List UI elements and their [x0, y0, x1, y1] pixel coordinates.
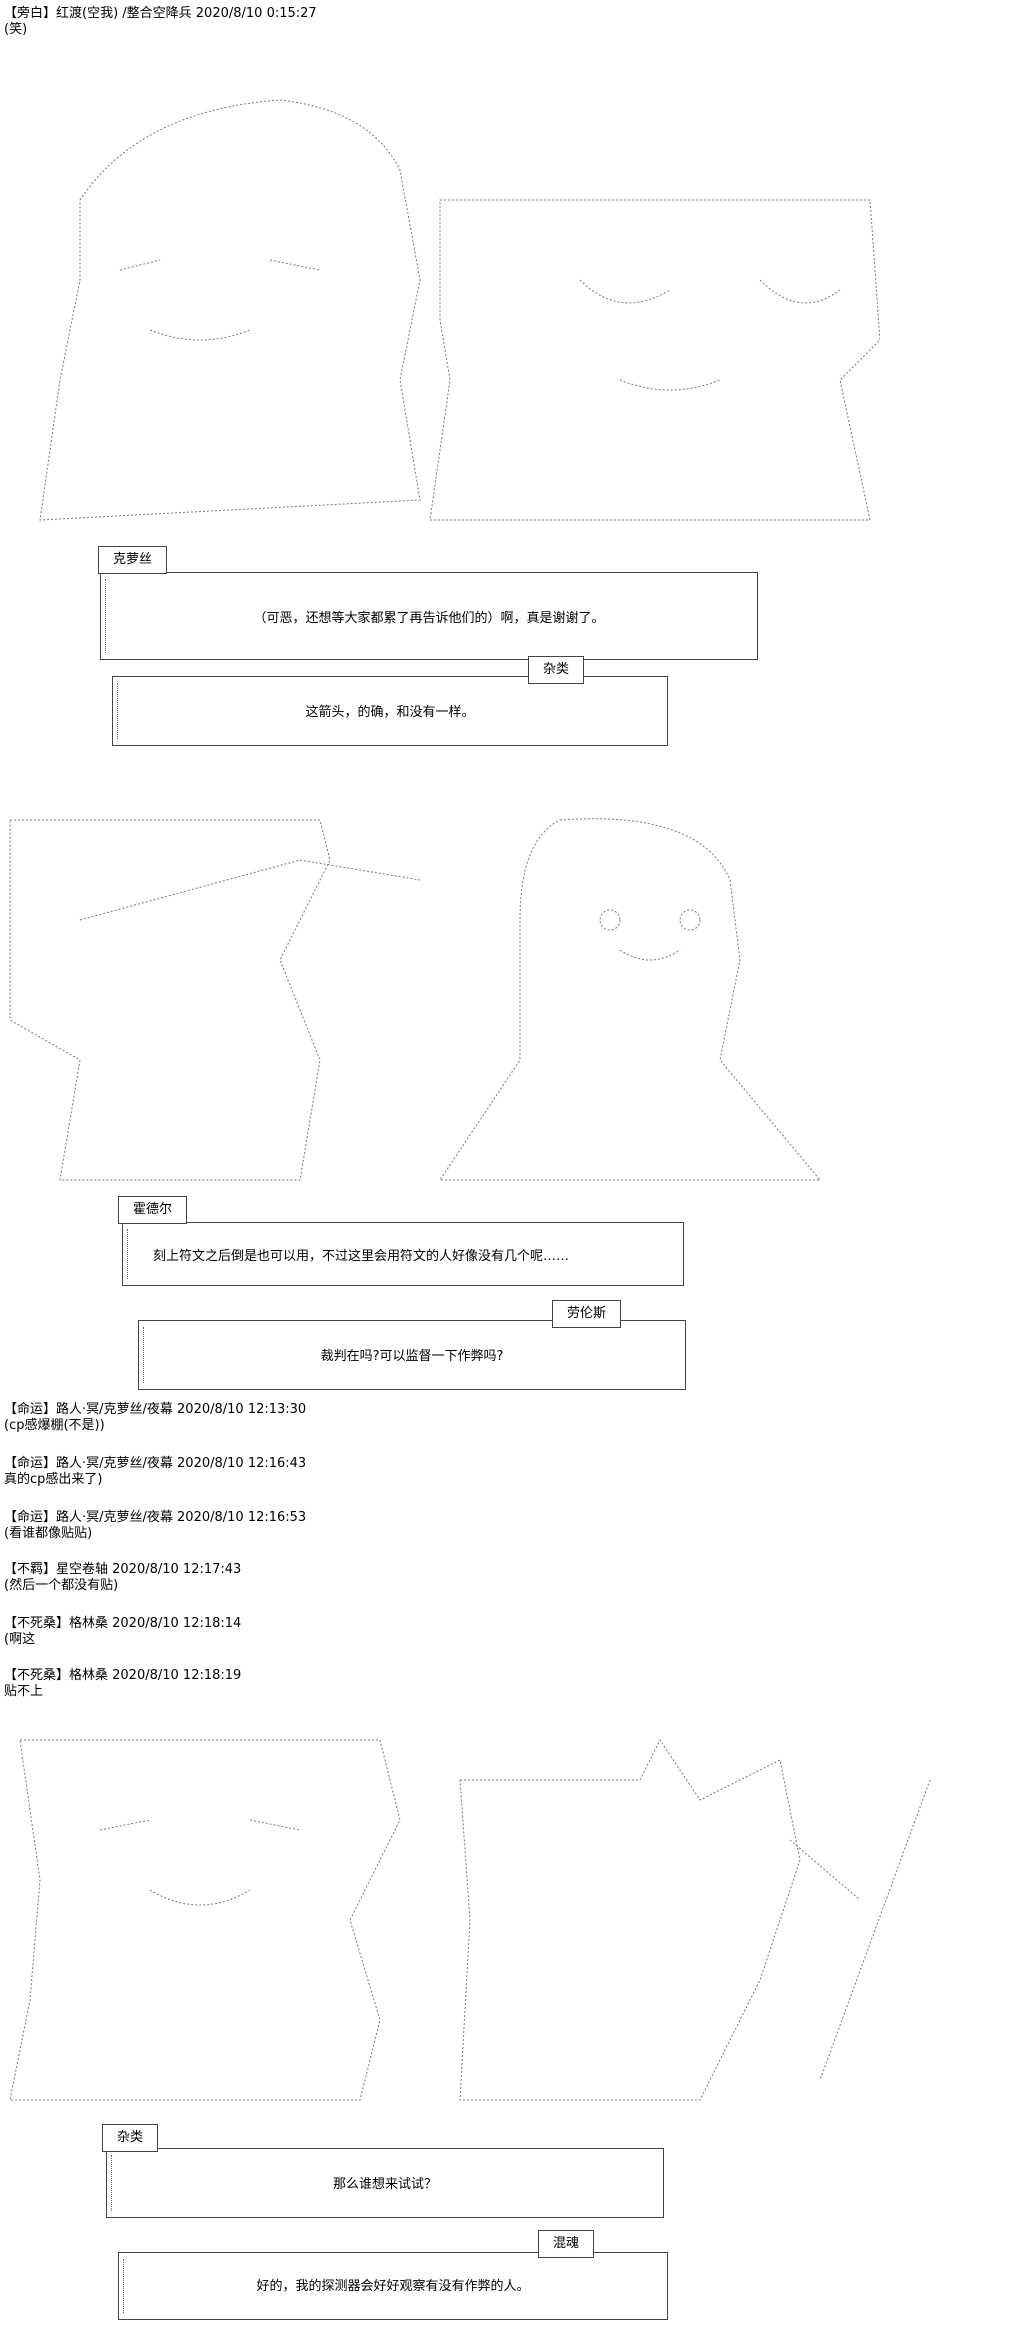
ascii-art-1-figures: [39, 99, 881, 521]
speaker-name-3: 霍德尔: [133, 1202, 173, 1217]
dialog-box-6: 好的，我的探测器会好好观察有没有作弊的人。: [118, 2252, 668, 2320]
speaker-name-2: 杂类: [543, 662, 570, 677]
speaker-tag-3: 霍德尔: [118, 1196, 188, 1224]
dialog-text-6: 好的，我的探测器会好好观察有没有作弊的人。: [256, 2279, 530, 2294]
ascii-art-panel-2: [0, 800, 840, 1190]
ascii-art-panel-3: [0, 1720, 990, 2120]
dialog-box-3: 刻上符文之后倒是也可以用，不过这里会用符文的人好像没有几个呢……: [122, 1222, 684, 1286]
comment-body: (cp感爆棚(不是)): [4, 1418, 105, 1433]
post-header: 【旁白】红渡(空我) /整合空降兵 2020/8/10 0:15:27: [4, 6, 317, 21]
comment-body: (然后一个都没有贴): [4, 1578, 119, 1593]
dialog-text-4: 裁判在吗?可以监督一下作弊吗?: [320, 1349, 504, 1364]
comment-body: 真的cp感出来了): [4, 1472, 103, 1487]
dialog-box-1: （可恶，还想等大家都累了再告诉他们的）啊，真是谢谢了。: [100, 572, 758, 660]
dialog-text-3: 刻上符文之后倒是也可以用，不过这里会用符文的人好像没有几个呢……: [153, 1249, 570, 1264]
comment-body: (看谁都像贴贴): [4, 1526, 93, 1541]
comment-header: 【不羁】星空卷轴 2020/8/10 12:17:43: [4, 1562, 242, 1577]
ascii-art-panel-1: [20, 80, 881, 540]
dialog-text-1: （可恶，还想等大家都累了再告诉他们的）啊，真是谢谢了。: [253, 611, 605, 626]
comment-header: 【命运】路人·冥/克萝丝/夜幕 2020/8/10 12:16:43: [4, 1456, 307, 1471]
speaker-tag-5: 杂类: [102, 2124, 159, 2152]
speaker-tag-2: 杂类: [528, 656, 585, 684]
speaker-tag-1: 克萝丝: [98, 546, 168, 574]
speaker-name-6: 混魂: [553, 2236, 580, 2251]
comment-header: 【不死桑】格林桑 2020/8/10 12:18:19: [4, 1668, 242, 1683]
comment-body: (啊这: [4, 1632, 36, 1647]
post-body: (笑): [4, 22, 28, 37]
comment-body: 贴不上: [4, 1684, 44, 1699]
ascii-art-3-figures: [9, 1739, 931, 2101]
comment-header: 【命运】路人·冥/克萝丝/夜幕 2020/8/10 12:13:30: [4, 1402, 307, 1417]
speaker-tag-6: 混魂: [538, 2230, 595, 2258]
dialog-text-5: 那么谁想来试试？: [332, 2177, 437, 2192]
dialog-box-4: 裁判在吗?可以监督一下作弊吗?: [138, 1320, 686, 1390]
dialog-box-5: 那么谁想来试试？: [106, 2148, 664, 2218]
speaker-name-1: 克萝丝: [113, 552, 153, 567]
speaker-name-4: 劳伦斯: [567, 1306, 607, 1321]
dialog-text-2: 这箭头，的确，和没有一样。: [305, 705, 475, 720]
comment-header: 【不死桑】格林桑 2020/8/10 12:18:14: [4, 1616, 242, 1631]
comment-header: 【命运】路人·冥/克萝丝/夜幕 2020/8/10 12:16:53: [4, 1510, 307, 1525]
dialog-box-2: 这箭头，的确，和没有一样。: [112, 676, 668, 746]
speaker-name-5: 杂类: [117, 2130, 144, 2145]
speaker-tag-4: 劳伦斯: [552, 1300, 622, 1328]
ascii-art-2-figures: [9, 818, 822, 1181]
